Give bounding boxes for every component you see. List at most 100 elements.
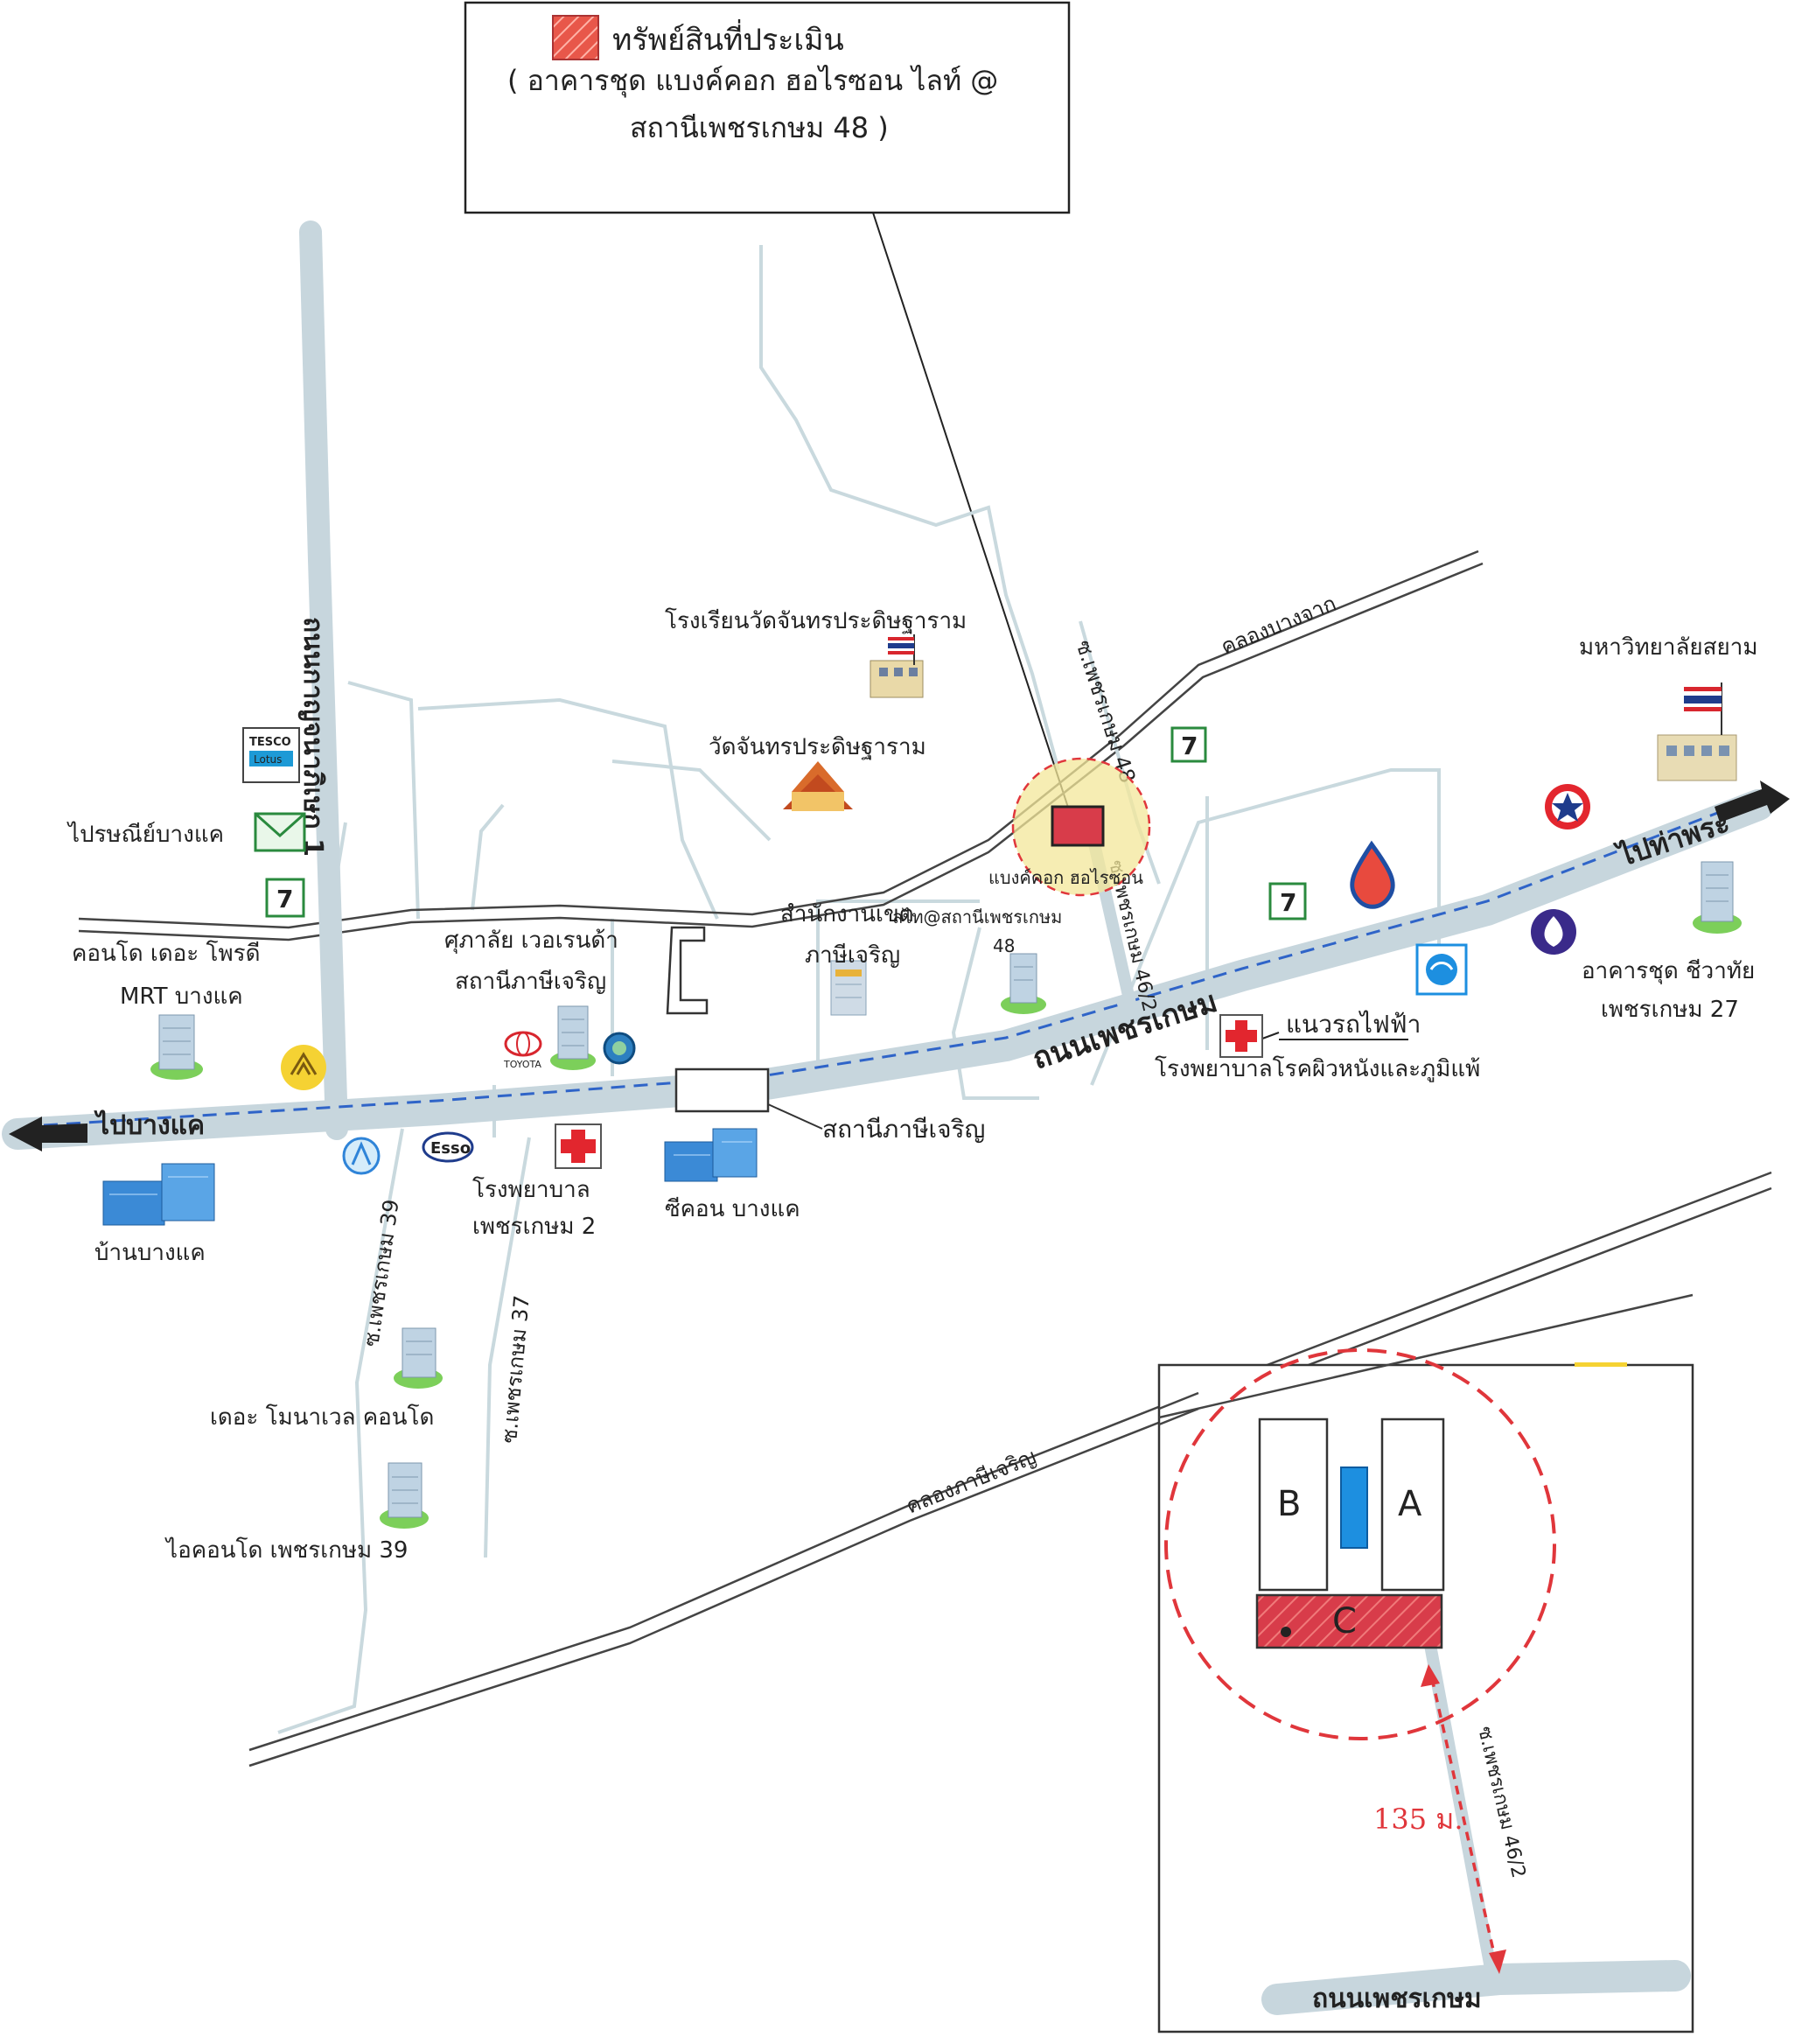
label-skin-hospital: โรงพยาบาลโรคผิวหนังและภูมิแพ้ [1155,1055,1480,1082]
station-marker [674,1068,770,1113]
subject-marker [1051,805,1105,847]
label-ban-bangkhae: บ้านบางแค [94,1240,206,1266]
condo-subject-area-icon [1001,953,1046,1014]
inset-dashed-circle [1164,1348,1556,1740]
label-supalai-1: ศุภาลัย เวอเรนด้า [444,928,618,954]
condo-chewathai-icon [1693,861,1742,934]
arrow-to-thaphra-icon [1715,780,1790,822]
scb-bank-icon [1531,909,1576,955]
svg-text:7: 7 [1181,732,1198,760]
condo-supalai-icon [550,1005,596,1070]
svg-text:7: 7 [1280,888,1296,917]
condo-primo-icon [150,1014,203,1080]
label-university: มหาวิทยาลัยสยาม [1579,634,1757,661]
label-canal-bangchak: คลองบางจาก [1218,591,1340,659]
krungsri-bank-icon [281,1045,326,1090]
distance-arrow [1430,1677,1498,1963]
label-temple: วัดจันทรประดิษฐาราม [709,734,926,760]
soi-network [331,245,1441,1138]
subject-unit-dot [1281,1627,1291,1637]
label-school: โรงเรียนวัดจันทรประดิษฐาราม [665,607,967,634]
mrt-line [43,799,1750,1127]
distance-arrowhead-bottom [1489,1950,1506,1974]
subject-property: แบงค์คอก ฮอไรซอน ลไท@สถานีเพชรเกษม 48 [892,757,1151,956]
label-seacon: ซีคอน บางแค [665,1196,800,1222]
road-soi-37 [484,1137,531,1558]
building-c [1255,1593,1443,1649]
label-building-c: C [1332,1601,1357,1642]
building-b [1258,1418,1329,1592]
label-monaville: เดอะ โมนาเวล คอนโด [210,1404,434,1431]
label-station: สถานีภาษีเจริญ [822,1115,985,1144]
post-office-icon [254,812,306,852]
building-a [1380,1418,1445,1592]
label-mrt-line: แนวรถไฟฟ้า [1286,1010,1421,1039]
legend-box: ทรัพย์สินที่ประเมิน ( อาคารชุด แบงค์คอก … [464,1,1075,827]
seven-eleven-icon-3: 7 [265,878,305,918]
ban-bangkhae-icon [102,1163,215,1226]
school-icon [870,634,924,698]
legend-line-2: ( อาคารชุด แบงค์คอก ฮอไรซอน ไลท์ @ [507,64,998,98]
condo-icondo-icon [380,1462,429,1529]
label-supalai-2: สถานีภาษีเจริญ [455,969,606,995]
temple-icon [783,761,853,811]
label-primo-1: คอนโด เดอะ โพรดี [72,940,260,967]
label-inset-road: ถนนเพชรเกษม [1312,1984,1482,2014]
seven-eleven-icon-1: 7 [1170,726,1207,763]
label-chewathai-2: เพชรเกษม 27 [1601,997,1739,1023]
subject-label-3: 48 [993,935,1015,956]
svg-text:TOYOTA: TOYOTA [503,1059,541,1070]
tesco-lotus-icon: TESCO Lotus [242,727,300,783]
subject-label-2: ลไท@สถานีเพชรเกษม [892,906,1062,928]
label-hospital-1: โรงพยาบาล [472,1176,590,1203]
label-building-a: A [1398,1484,1422,1524]
university-icon [1657,682,1737,781]
label-district-1: สำนักงานเขต [780,901,914,928]
svg-text:Esso: Esso [430,1139,471,1158]
svg-text:Lotus: Lotus [254,753,282,766]
bank-logo-icon [342,1137,381,1175]
label-hospital-2: เพชรเกษม 2 [472,1214,596,1240]
label-building-b: B [1277,1484,1301,1524]
inset-site-plan: B A C 135 ม. ซ.เพชรเกษม 46/2 ถนนเพชรเกษม [1157,1293,1694,2034]
district-office-icon [830,960,867,1016]
label-to-bangkhae: ไปบางแค [94,1110,205,1141]
svg-text:TESCO: TESCO [249,736,291,749]
seven-eleven-icon-2: 7 [1268,882,1307,920]
road-kanchanaphisek [299,220,348,1140]
krungthai-bank-icon [1415,943,1468,996]
leader-line [872,212,1075,827]
station-leader [767,1103,823,1130]
building-outline [666,926,709,1015]
svg-text:7: 7 [276,885,293,914]
label-primo-2: MRT บางแค [120,984,243,1010]
label-district-2: ภาษีเจริญ [805,942,900,969]
seacon-icon [664,1128,758,1182]
canal-phasi-charoen [248,1171,1772,1768]
toyota-icon: TOYOTA [503,1031,542,1070]
esso-icon: Esso [422,1131,474,1163]
legend-title: ทรัพย์สินที่ประเมิน [612,19,844,58]
ptt-station-icon [1350,840,1395,909]
road-phetkasem [2,789,1774,1150]
label-soi-39: ซ.เพชรเกษม 39 [359,1198,403,1348]
label-soi-37: ซ.เพชรเกษม 37 [497,1294,534,1444]
label-canal-phasi: คลองภาษีเจริญ [903,1445,1040,1519]
inset-yellow-mark [1575,1362,1627,1367]
label-icondo: ไอคอนโด เพชรเกษม 39 [164,1536,408,1564]
label-distance: 135 ม. [1373,1802,1463,1836]
distance-arrowhead-top [1421,1664,1440,1687]
label-chewathai-1: อาคารชุด ชีวาทัย [1582,958,1755,984]
pool [1340,1466,1368,1549]
label-post-office: ไปรษณีย์บางแค [66,821,224,848]
legend-line-3: สถานีเพชรเกษม 48 ) [630,111,889,144]
arrow-to-bangkhae-icon [9,1116,87,1152]
subject-label: แบงค์คอก ฮอไรซอน [988,867,1143,888]
bank-round-icon [603,1032,636,1065]
legend-swatch [552,15,599,60]
road-soi-39 [277,1128,404,1734]
canal-bangchak [78,550,1484,942]
hospital-icon [555,1124,602,1169]
condo-monaville-icon [394,1327,443,1389]
